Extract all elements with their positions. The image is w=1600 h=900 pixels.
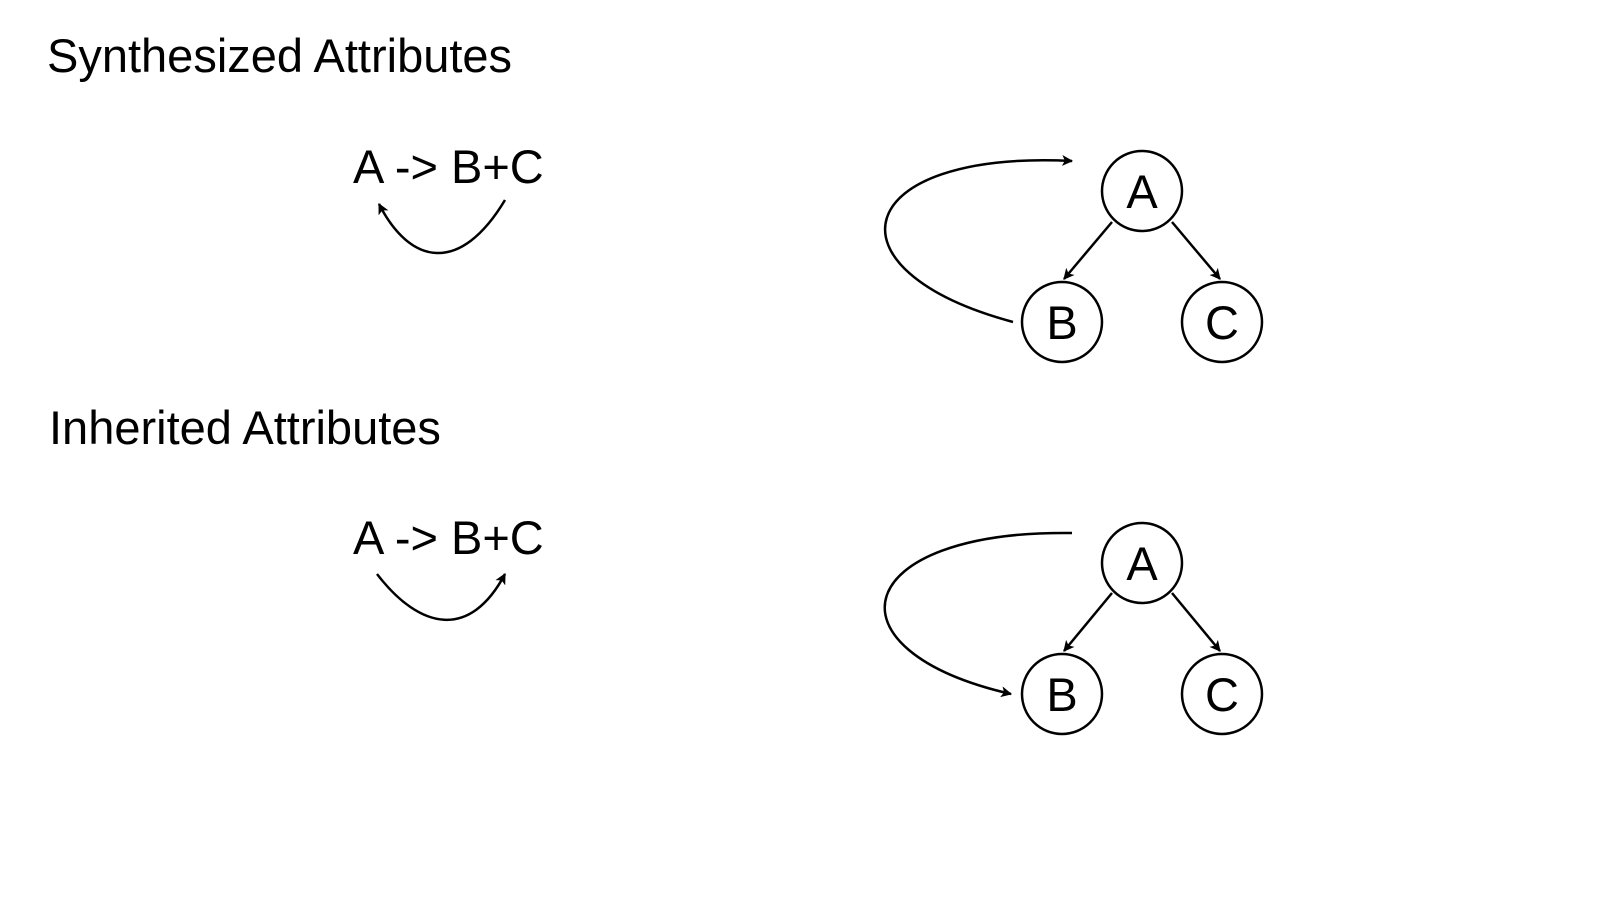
synthesized-node-a-label: A [1126,165,1158,218]
synthesized-production-arrow [377,199,507,255]
synthesized-node-b-label: B [1046,296,1077,349]
synthesized-tree: A B C [883,149,1264,364]
inherited-node-a-label: A [1126,537,1158,590]
synthesized-edge-a-c [1171,221,1221,280]
synthesized-loop-arrow [883,155,1074,324]
synthesized-production: A -> B+C [353,140,544,193]
inherited-edge-a-b [1063,592,1113,652]
inherited-section: Inherited Attributes A -> B+C A B C [49,401,1264,736]
synthesized-edge-a-b [1063,221,1113,280]
inherited-node-b: B [1020,652,1104,736]
inherited-tree: A B C [883,521,1264,736]
synthesized-node-c-label: C [1205,296,1239,349]
synthesized-node-a: A [1100,149,1184,233]
inherited-edge-a-c [1171,592,1221,652]
inherited-node-c: C [1180,652,1264,736]
synthesized-node-c: C [1180,280,1264,364]
inherited-production: A -> B+C [353,511,544,564]
synthesized-title: Synthesized Attributes [47,29,512,82]
synthesized-node-a-circle [1100,149,1184,233]
inherited-title: Inherited Attributes [49,401,441,454]
inherited-production-arrow [376,573,507,622]
synthesized-section: Synthesized Attributes A -> B+C A B C [47,29,1264,364]
inherited-node-c-label: C [1205,668,1239,721]
synthesized-node-b: B [1020,280,1104,364]
inherited-loop-arrow [883,531,1073,698]
synthesized-node-b-circle [1020,280,1104,364]
inherited-node-a-circle [1100,521,1184,605]
inherited-node-a: A [1100,521,1184,605]
synthesized-node-c-circle [1180,280,1264,364]
inherited-node-b-circle [1020,652,1104,736]
inherited-node-b-label: B [1046,668,1077,721]
inherited-node-c-circle [1180,652,1264,736]
